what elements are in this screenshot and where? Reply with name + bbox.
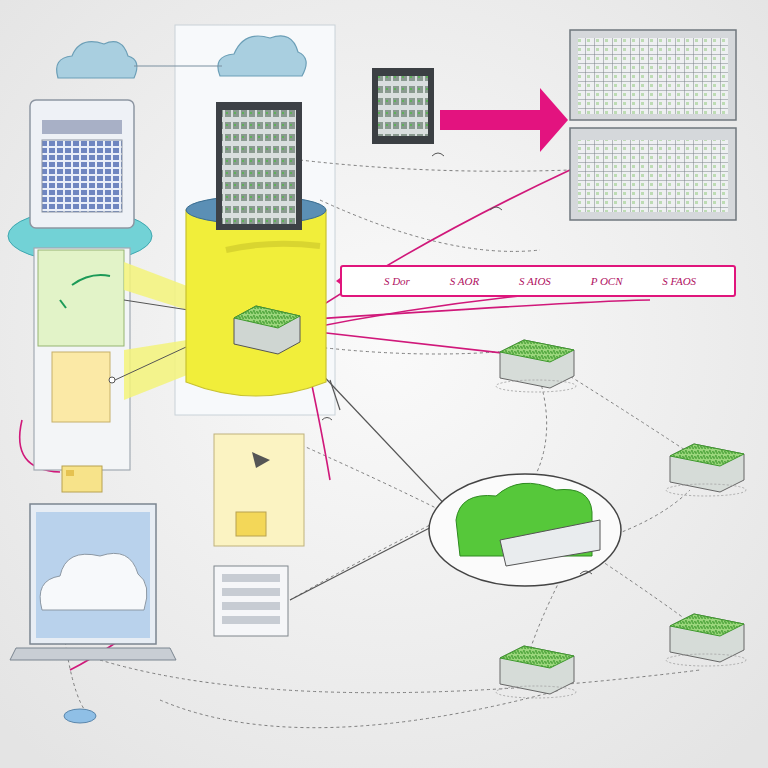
green-module [666,614,746,666]
green-module [666,444,746,496]
band-label: S Dor [384,275,410,287]
band-label: S AIOS [519,275,551,287]
band-label: S AOR [450,275,479,287]
label-band: S Dor S AOR S AIOS P OCN S FAOS [340,265,736,297]
green-module [496,646,576,698]
green-module [496,340,576,392]
band-label: S FAOS [662,275,696,287]
band-label: P OCN [591,275,623,287]
